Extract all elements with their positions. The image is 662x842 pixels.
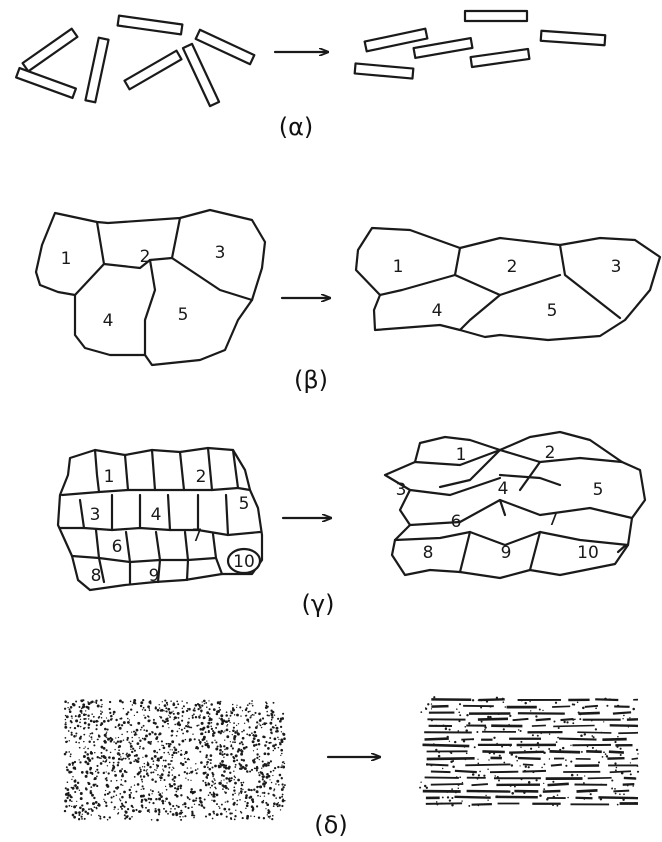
svg-text:2: 2 bbox=[507, 257, 518, 277]
panel-delta: (δ) bbox=[64, 696, 639, 839]
svg-text:9: 9 bbox=[501, 543, 512, 563]
caption-gamma: (γ) bbox=[302, 590, 335, 618]
grains-after-beta bbox=[356, 228, 660, 340]
caption-delta: (δ) bbox=[314, 811, 347, 839]
svg-text:1: 1 bbox=[104, 467, 115, 487]
random-rods bbox=[16, 16, 254, 107]
panel-gamma: 1 2 3 4 5 6 7 8 9 10 1 bbox=[58, 432, 645, 618]
laminated-block bbox=[419, 696, 639, 807]
svg-text:6: 6 bbox=[451, 512, 462, 532]
svg-text:7: 7 bbox=[192, 526, 203, 546]
caption-beta: (β) bbox=[294, 366, 328, 394]
panel-beta: 1 2 3 4 5 1 2 3 4 5 (β) bbox=[36, 210, 660, 394]
svg-text:4: 4 bbox=[103, 311, 114, 331]
svg-text:1: 1 bbox=[456, 445, 467, 465]
speckled-block bbox=[64, 699, 286, 821]
grains-before-beta bbox=[36, 210, 265, 365]
svg-text:4: 4 bbox=[432, 301, 443, 321]
caption-alpha: (α) bbox=[279, 113, 314, 141]
svg-text:3: 3 bbox=[396, 480, 407, 500]
svg-text:3: 3 bbox=[215, 243, 226, 263]
svg-text:7: 7 bbox=[548, 510, 559, 530]
svg-text:5: 5 bbox=[178, 305, 189, 325]
panel-alpha: (α) bbox=[16, 11, 605, 141]
svg-text:3: 3 bbox=[611, 257, 622, 277]
svg-text:1: 1 bbox=[393, 257, 404, 277]
svg-text:5: 5 bbox=[547, 301, 558, 321]
svg-text:2: 2 bbox=[545, 443, 556, 463]
svg-text:2: 2 bbox=[140, 247, 151, 267]
svg-text:9: 9 bbox=[149, 566, 160, 586]
svg-text:2: 2 bbox=[196, 467, 207, 487]
svg-text:4: 4 bbox=[151, 505, 162, 525]
svg-text:8: 8 bbox=[91, 566, 102, 586]
svg-text:8: 8 bbox=[423, 543, 434, 563]
svg-text:10: 10 bbox=[233, 552, 255, 572]
svg-text:10: 10 bbox=[577, 543, 599, 563]
svg-text:5: 5 bbox=[239, 494, 250, 514]
svg-text:1: 1 bbox=[61, 249, 72, 269]
aligned-rods bbox=[355, 11, 606, 79]
svg-text:3: 3 bbox=[90, 505, 101, 525]
svg-text:6: 6 bbox=[112, 537, 123, 557]
svg-text:5: 5 bbox=[593, 480, 604, 500]
svg-text:4: 4 bbox=[498, 479, 509, 499]
